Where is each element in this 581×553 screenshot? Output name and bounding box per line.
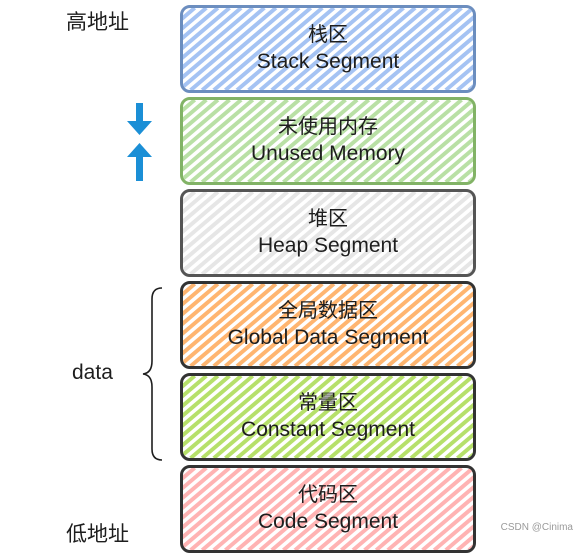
grow-arrows-icon <box>127 103 152 181</box>
code-segment-cn: 代码区 <box>298 484 358 506</box>
heap-segment-cn: 堆区 <box>308 208 348 230</box>
unused-memory-en: Unused Memory <box>250 142 406 165</box>
hatch-pattern <box>183 192 473 274</box>
constant-segment-en: Constant Segment <box>241 418 415 441</box>
down-arrow-icon <box>127 103 152 135</box>
watermark: CSDN @Cinima <box>500 522 573 533</box>
hatch-pattern <box>183 376 473 458</box>
global-data-segment: 全局数据区 Global Data Segment <box>180 281 476 369</box>
global-data-en: Global Data Segment <box>227 326 429 349</box>
stack-segment-en: Stack Segment <box>256 50 400 73</box>
hatch-pattern <box>183 100 473 182</box>
unused-memory-cn: 未使用内存 <box>278 116 378 138</box>
high-address-label: 高地址 <box>66 11 129 34</box>
constant-segment-cn: 常量区 <box>298 392 358 414</box>
code-segment-en: Code Segment <box>257 510 399 533</box>
code-segment: 代码区 Code Segment <box>180 465 476 553</box>
constant-segment: 常量区 Constant Segment <box>180 373 476 461</box>
hatch-pattern <box>183 468 473 550</box>
hatch-pattern <box>183 284 473 366</box>
data-brace-icon <box>142 287 163 461</box>
heap-segment: 堆区 Heap Segment <box>180 189 476 277</box>
unused-memory-segment: 未使用内存 Unused Memory <box>180 97 476 185</box>
stack-segment: 栈区 Stack Segment <box>180 5 476 93</box>
global-data-cn: 全局数据区 <box>278 300 378 322</box>
data-label: data <box>72 361 113 384</box>
low-address-label: 低地址 <box>66 523 129 546</box>
up-arrow-icon <box>127 143 152 181</box>
heap-segment-en: Heap Segment <box>257 234 399 257</box>
stack-segment-cn: 栈区 <box>308 24 348 46</box>
hatch-pattern <box>183 8 473 90</box>
